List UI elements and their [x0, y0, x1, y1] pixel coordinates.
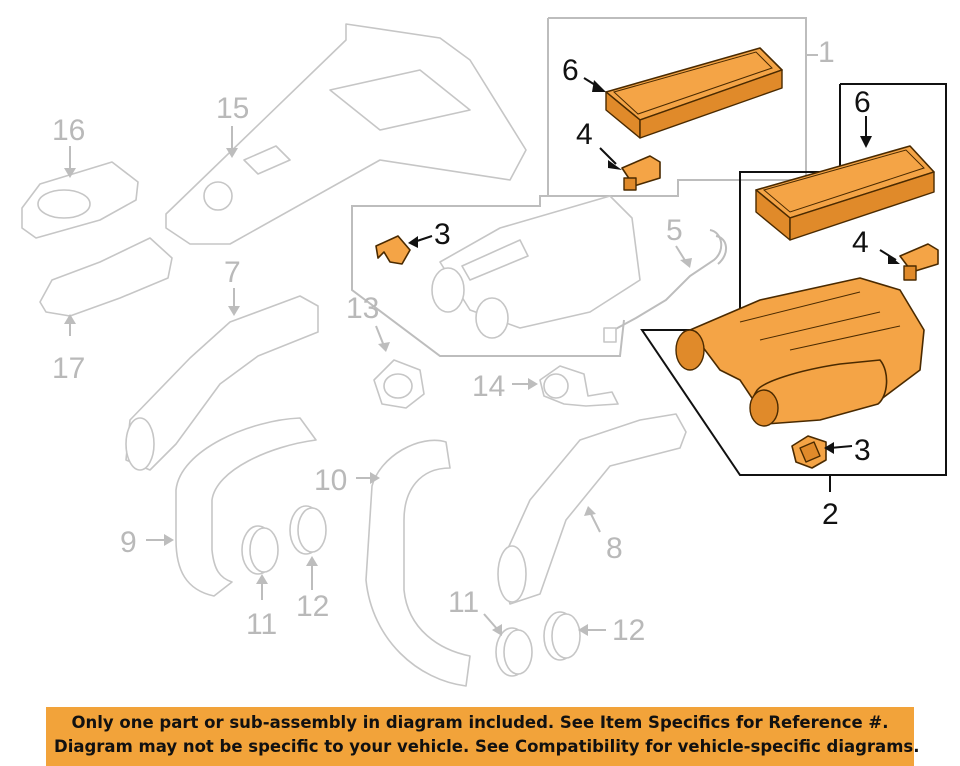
callout-4-lower: 4 [852, 226, 869, 259]
disclaimer-banner: Only one part or sub-assembly in diagram… [46, 707, 920, 766]
duct-17 [39, 237, 173, 317]
callout-8: 8 [606, 532, 623, 565]
callout-17: 17 [52, 352, 85, 385]
group-1-outline [351, 17, 818, 357]
clamp-11-upper [241, 525, 279, 575]
clamp-12-upper [289, 505, 327, 555]
callout-5: 5 [666, 214, 683, 247]
disclaimer-line-2: Diagram may not be specific to your vehi… [54, 737, 920, 756]
clamp-12-lower [543, 611, 581, 661]
intake-duct-10 [365, 439, 471, 687]
callout-16: 16 [52, 114, 85, 147]
callout-15: 15 [216, 92, 249, 125]
black-leader-lines [408, 77, 900, 454]
intake-duct-7 [125, 295, 319, 471]
sensor-4-upper [621, 155, 661, 191]
clip-3-lower [791, 435, 827, 469]
callout-14: 14 [472, 370, 505, 403]
clamp-11-lower [495, 627, 533, 677]
vacuum-line-5 [603, 229, 727, 343]
sensor-4-lower [899, 243, 939, 281]
callout-11-lower: 11 [448, 586, 479, 619]
cover-16 [21, 161, 139, 239]
parts-diagram: 1 2 3 3 4 4 5 6 6 7 8 9 10 11 11 12 12 1… [21, 17, 947, 687]
callout-3-upper: 3 [434, 218, 451, 251]
intake-duct-9 [175, 417, 317, 597]
callout-10: 10 [314, 464, 347, 497]
callout-4-upper: 4 [576, 118, 593, 151]
group-2-outline [640, 83, 947, 492]
gray-leader-lines [64, 126, 692, 636]
air-filter-6-lower [755, 145, 935, 241]
sensor-housing-14 [539, 365, 619, 407]
callout-7: 7 [224, 256, 241, 289]
callout-1: 1 [818, 36, 835, 69]
callout-6-upper: 6 [562, 54, 579, 87]
callout-2: 2 [822, 498, 839, 531]
callout-12-lower: 12 [612, 614, 645, 647]
air-box-housing-ghost [431, 195, 641, 339]
callout-6-lower: 6 [854, 86, 871, 119]
intake-duct-8 [497, 413, 687, 605]
callout-3-lower: 3 [854, 434, 871, 467]
clip-3-upper [375, 235, 411, 265]
air-filter-6-upper [605, 47, 783, 139]
sensor-housing-13 [373, 359, 425, 409]
air-box-housing-2 [675, 277, 925, 427]
engine-cover-15 [165, 23, 527, 245]
callout-9: 9 [120, 526, 137, 559]
disclaimer-line-1: Only one part or sub-assembly in diagram… [71, 713, 889, 732]
callout-13: 13 [346, 292, 379, 325]
callout-12-upper: 12 [296, 590, 329, 623]
callout-11-upper: 11 [246, 608, 277, 641]
